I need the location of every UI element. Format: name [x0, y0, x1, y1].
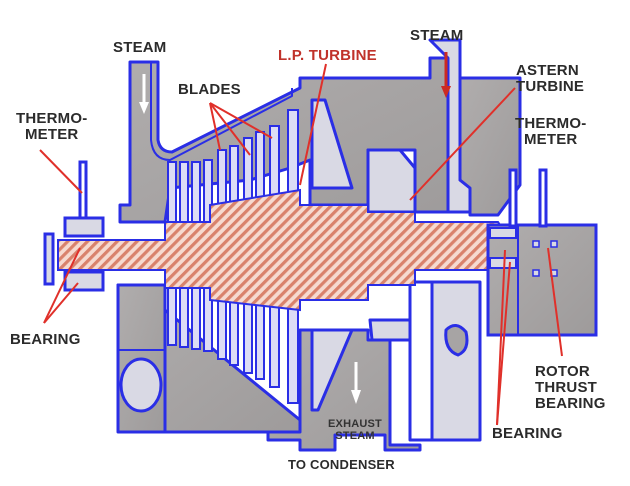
label-steam-left: STEAM [113, 39, 167, 56]
label-bearing-right: BEARING [492, 425, 563, 442]
label-thermometer-right: THERMO- METER [515, 115, 587, 148]
label-thermometer-left: THERMO- METER [16, 110, 88, 143]
label-rotor-thrust-bearing: ROTOR THRUST BEARING [535, 363, 606, 412]
steam-arrow-right [441, 52, 451, 98]
lower-casing [116, 280, 482, 452]
left-bearing-assembly [43, 160, 105, 292]
leader-lines [39, 63, 563, 426]
label-exhaust-steam: EXHAUST STEAM [328, 418, 382, 442]
label-astern-turbine: ASTERN TURBINE [516, 62, 585, 95]
exhaust-arrow [351, 362, 361, 404]
upper-casing [118, 38, 522, 224]
blades-upper [167, 109, 299, 225]
label-lp-turbine: L.P. TURBINE [278, 47, 377, 64]
blades-lower [167, 284, 299, 404]
label-bearing-left: BEARING [10, 331, 81, 348]
label-steam-right: STEAM [410, 27, 464, 44]
steam-arrow-left [139, 74, 149, 114]
label-blades: BLADES [178, 81, 241, 98]
label-to-condenser: TO CONDENSER [288, 457, 395, 472]
